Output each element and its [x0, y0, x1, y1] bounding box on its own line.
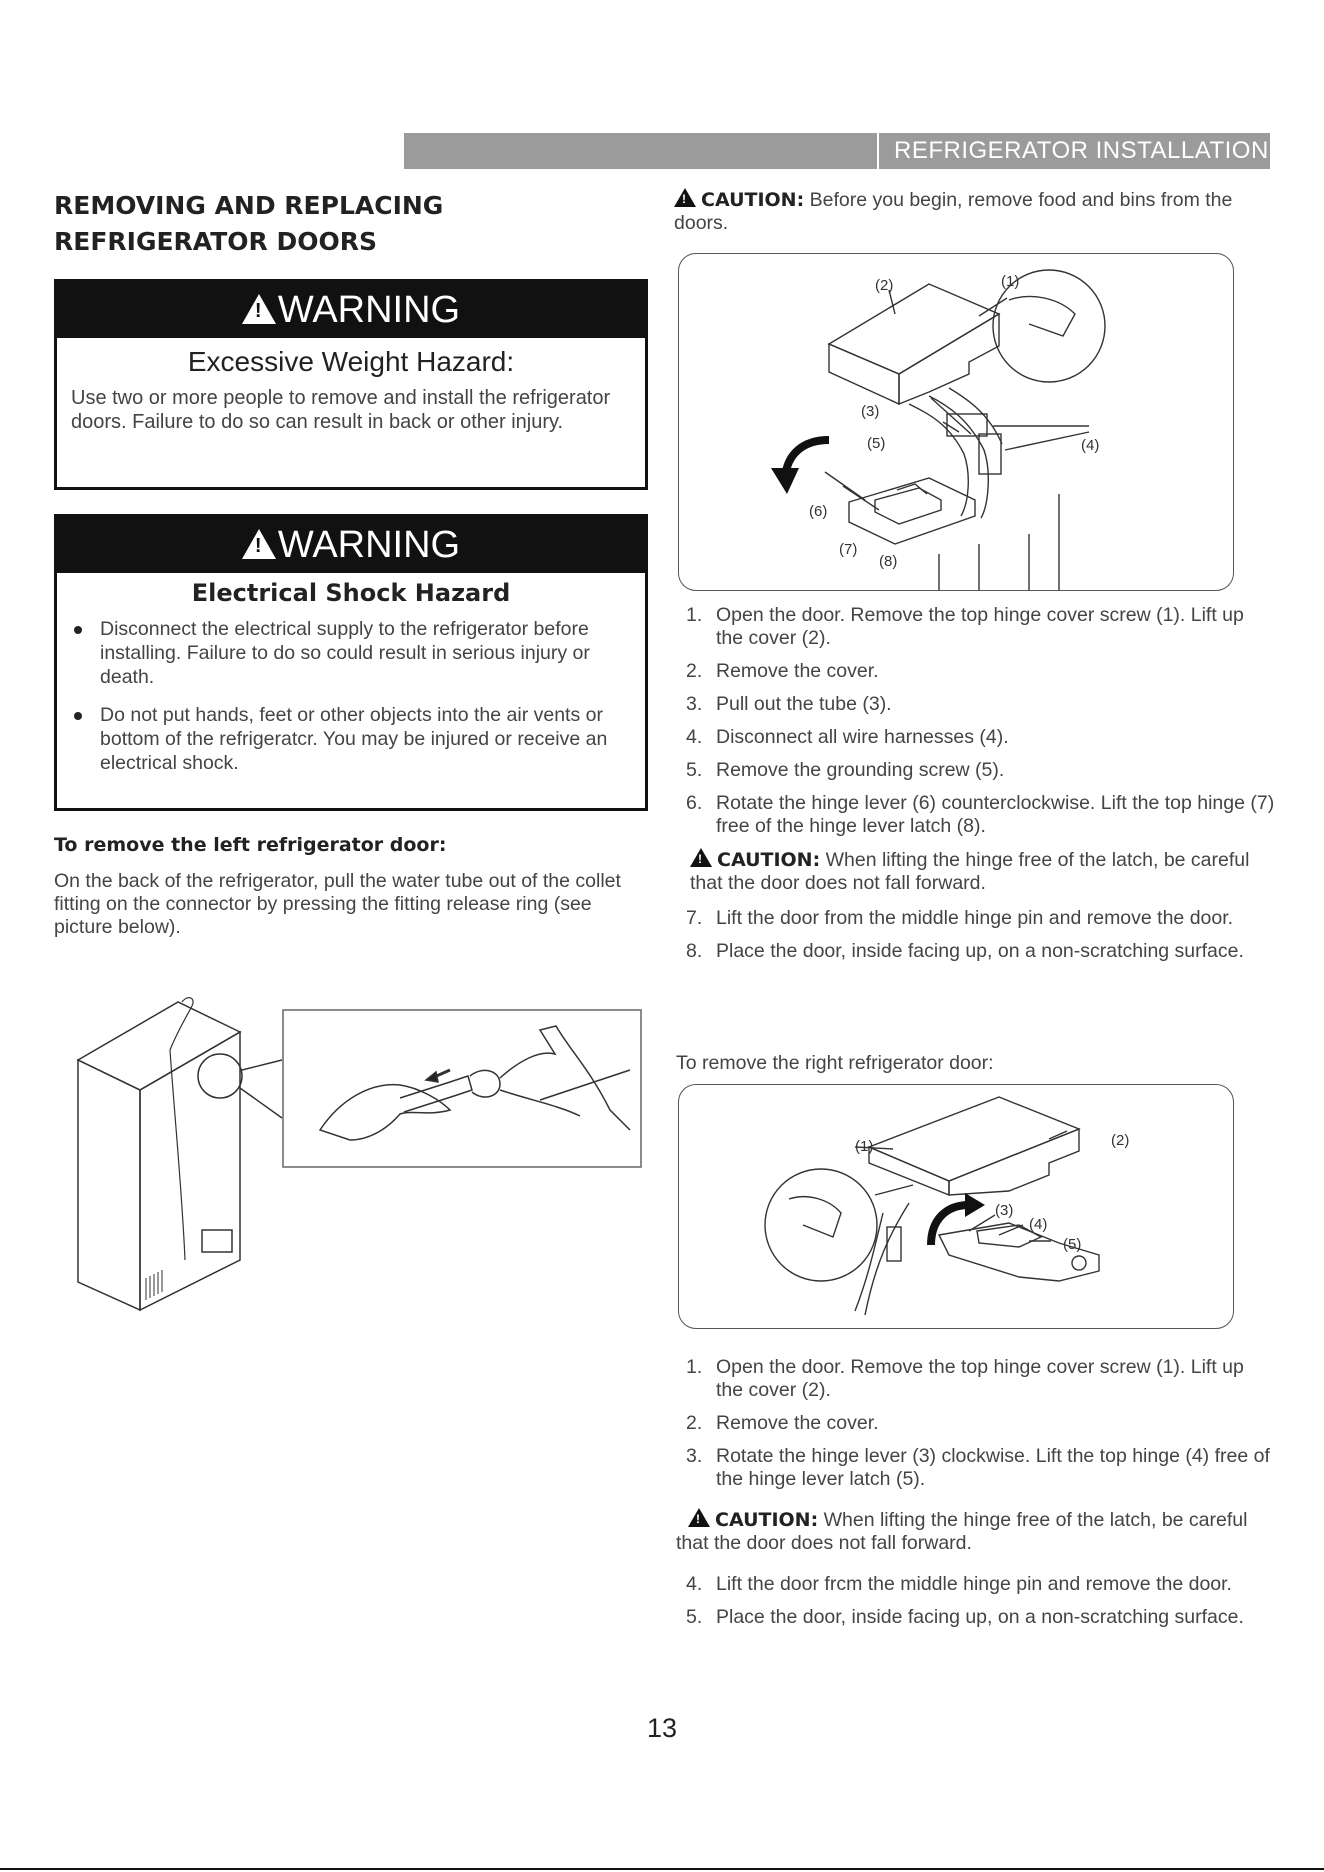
- list-item: 1.Open the door. Remove the top hinge co…: [686, 604, 1244, 649]
- left-door-text: On the back of the refrigerator, pull th…: [54, 870, 621, 938]
- step-list: 4.Lift the door frcm the middle hinge pi…: [686, 1573, 1276, 1629]
- caution-mid-text: When lifting the hinge free of the latch…: [690, 849, 1250, 894]
- callout-label: (7): [839, 541, 857, 558]
- weight-warning-box: WARNING Excessive Weight Hazard: Use two…: [54, 279, 648, 490]
- list-item: 4.Disconnect all wire harnesses (4).: [686, 726, 1009, 748]
- caution-bottom: CAUTION: When lifting the hinge free of …: [676, 1508, 1276, 1555]
- warning-triangle-icon: [241, 529, 276, 559]
- list-item: 2.Remove the cover.: [686, 660, 879, 682]
- caution-triangle-icon: [674, 188, 696, 207]
- warning-header: WARNING: [57, 282, 645, 338]
- list-item: 1.Open the door. Remove the top hinge co…: [686, 1356, 1244, 1401]
- list-item: 6.Rotate the hinge lever (6) countercloc…: [686, 792, 1275, 837]
- caution-triangle-icon: [690, 848, 712, 867]
- list-item: 7.Lift the door from the middle hinge pi…: [686, 907, 1234, 929]
- callout-label: (4): [1029, 1216, 1047, 1233]
- right-hinge-figure: (1) (2) (3) (4) (5): [678, 1084, 1234, 1329]
- page-title-line2: REFRIGERATOR DOORS: [54, 227, 377, 256]
- caution-bottom-text: When lifting the hinge free of the latch…: [676, 1509, 1248, 1554]
- list-item: Do not put hands, feet or other objects …: [71, 703, 627, 775]
- right-hinge-diagram: (1) (2) (3) (4) (5): [764, 1096, 1129, 1316]
- list-item: 5.Place the door, inside facing up, on a…: [686, 1606, 1244, 1628]
- caution-top: CAUTION: Before you begin, remove food a…: [674, 188, 1274, 235]
- list-item: Disconnect the electrical supply to the …: [71, 617, 627, 689]
- section-header-bar: REFRIGERATOR INSTALLATION: [404, 133, 1270, 169]
- callout-label: (3): [995, 1202, 1013, 1219]
- list-item: 2.Remove the cover.: [686, 1412, 879, 1434]
- callout-label: (3): [861, 403, 879, 420]
- step-list: 7.Lift the door from the middle hinge pi…: [686, 907, 1276, 963]
- callout-label: (2): [1111, 1132, 1129, 1149]
- step-list: 1.Open the door. Remove the top hinge co…: [686, 1356, 1276, 1491]
- right-door-steps-continued: 4.Lift the door frcm the middle hinge pi…: [686, 1573, 1276, 1639]
- caution-mid: CAUTION: When lifting the hinge free of …: [686, 848, 1276, 895]
- caution-label: CAUTION:: [717, 849, 821, 871]
- header-divider: [877, 133, 879, 169]
- warning-label: WARNING: [277, 289, 461, 331]
- right-column: CAUTION: Before you begin, remove food a…: [674, 188, 1274, 235]
- refrigerator-back-illustration: [76, 997, 642, 1312]
- left-hinge-figure: (2) (1) (3) (5) (4) (6) (7) (8): [678, 253, 1234, 591]
- right-door-steps: 1.Open the door. Remove the top hinge co…: [686, 1356, 1276, 1501]
- left-door-heading: To remove the left refrigerator door:: [54, 834, 447, 856]
- weight-hazard-title: Excessive Weight Hazard:: [187, 346, 515, 377]
- step-list: 1.Open the door. Remove the top hinge co…: [686, 604, 1276, 838]
- warning-label: WARNING: [277, 524, 461, 566]
- bottom-rule: [0, 1868, 1324, 1870]
- left-door-steps: 1.Open the door. Remove the top hinge co…: [686, 604, 1276, 973]
- right-door-heading: To remove the right refrigerator door:: [676, 1052, 994, 1074]
- callout-label: (4): [1081, 437, 1099, 454]
- caution-triangle-icon: [688, 1508, 710, 1527]
- bullet-icon: [74, 626, 82, 634]
- section-header-title: REFRIGERATOR INSTALLATION: [894, 137, 1269, 164]
- electrical-warning-box: WARNING Electrical Shock Hazard Disconne…: [54, 514, 648, 811]
- callout-label: (8): [879, 553, 897, 570]
- left-column: REMOVING AND REPLACING REFRIGERATOR DOOR…: [54, 188, 650, 260]
- bullet-icon: [74, 712, 82, 720]
- warning-header: WARNING: [57, 517, 645, 573]
- callout-label: (5): [867, 435, 885, 452]
- list-item: 5.Remove the grounding screw (5).: [686, 759, 1005, 781]
- caution-label: CAUTION:: [715, 1509, 819, 1531]
- callout-label: (1): [855, 1138, 873, 1155]
- warning-triangle-icon: [241, 294, 276, 324]
- list-item: 3.Pull out the tube (3).: [686, 693, 892, 715]
- electrical-hazard-list: Disconnect the electrical supply to the …: [57, 607, 645, 787]
- list-item: 3.Rotate the hinge lever (3) clockwise. …: [686, 1445, 1270, 1490]
- callout-label: (6): [809, 503, 827, 520]
- caution-label: CAUTION:: [701, 189, 805, 211]
- electrical-hazard-title: Electrical Shock Hazard: [191, 579, 511, 607]
- callout-label: (2): [875, 277, 893, 294]
- list-item: 8.Place the door, inside facing up, on a…: [686, 940, 1244, 962]
- callout-label: (1): [1001, 273, 1019, 290]
- page-title-line1: REMOVING AND REPLACING: [54, 191, 444, 220]
- left-hinge-diagram: (2) (1) (3) (5) (4) (6) (7) (8): [771, 269, 1106, 590]
- list-item: 4.Lift the door frcm the middle hinge pi…: [686, 1573, 1232, 1595]
- page-number: 13: [646, 1713, 678, 1743]
- left-door-section: To remove the left refrigerator door: On…: [54, 834, 648, 939]
- weight-hazard-text: Use two or more people to remove and ins…: [71, 387, 611, 433]
- callout-label: (5): [1063, 1236, 1081, 1253]
- caution-top-text: Before you begin, remove food and bins f…: [674, 189, 1233, 234]
